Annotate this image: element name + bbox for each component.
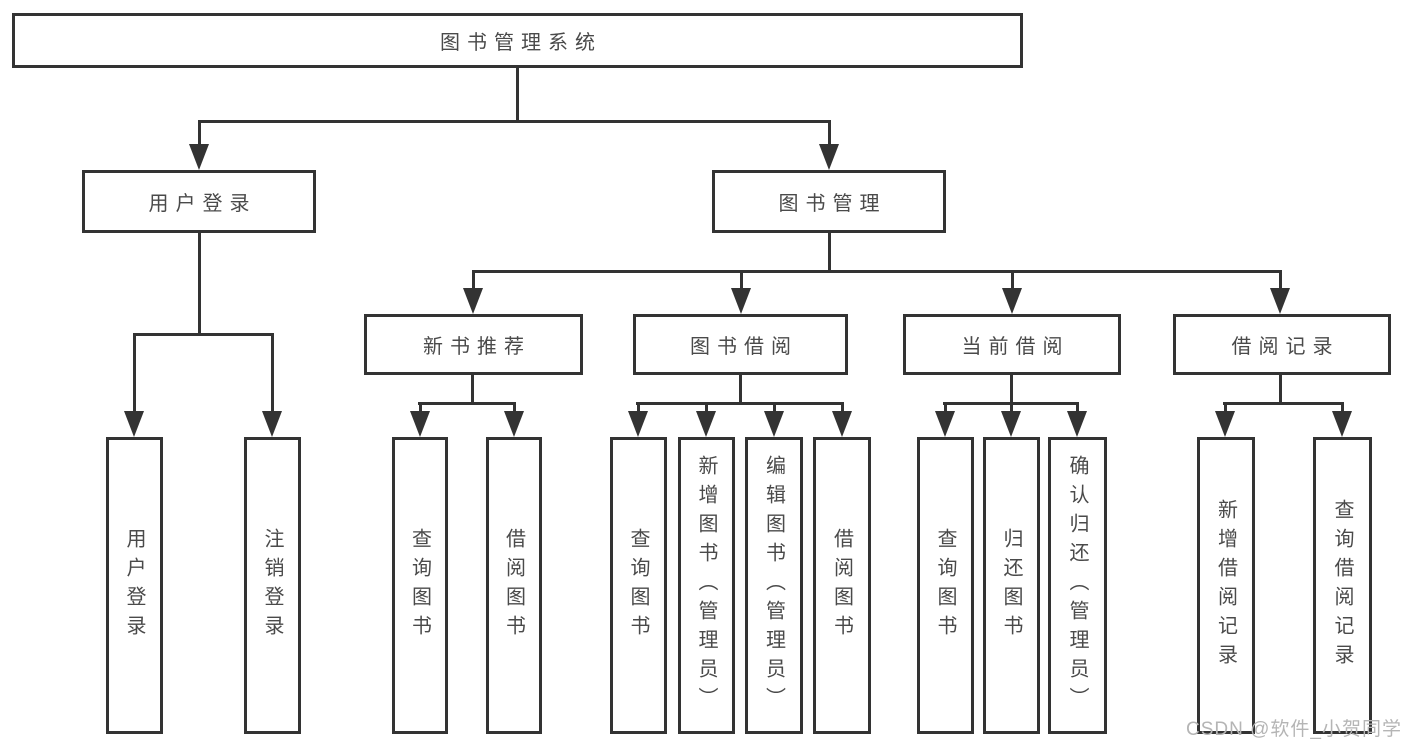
- leaf-query-books: 查询图书: [392, 437, 448, 734]
- connector-line: [1076, 402, 1079, 415]
- arrowhead-icon: [504, 411, 524, 437]
- connector-line: [705, 402, 708, 415]
- leaf-edit-book-admin: 编辑图书（管理员）: [745, 437, 803, 734]
- arrowhead-icon: [628, 411, 648, 437]
- connector-line: [637, 402, 640, 415]
- leaf-add-borrow-record: 新增借阅记录: [1197, 437, 1255, 734]
- connector-line: [1223, 402, 1344, 405]
- node-borrowing-records: 借阅记录: [1173, 314, 1391, 375]
- connector-line: [944, 402, 947, 415]
- node-user-login-label: 用户登录: [148, 193, 257, 215]
- arrowhead-icon: [764, 411, 784, 437]
- leaf-add-book-admin-label: 新增图书（管理员）: [695, 455, 717, 716]
- leaf-return-books-label: 归还图书: [1000, 527, 1022, 644]
- connector-line: [133, 333, 136, 415]
- connector-line: [1279, 270, 1282, 294]
- leaf-query-books: 查询图书: [917, 437, 974, 734]
- connector-line: [198, 233, 201, 336]
- connector-line: [1010, 402, 1013, 415]
- connector-line: [773, 402, 776, 415]
- arrowhead-icon: [731, 288, 751, 314]
- connector-line: [740, 270, 743, 294]
- arrowhead-icon: [262, 411, 282, 437]
- leaf-logout-label: 注销登录: [261, 527, 283, 644]
- connector-line: [198, 120, 831, 123]
- connector-line: [828, 120, 831, 148]
- connector-line: [472, 270, 475, 294]
- connector-line: [271, 333, 274, 415]
- arrowhead-icon: [1002, 288, 1022, 314]
- leaf-query-borrow-record: 查询借阅记录: [1313, 437, 1372, 734]
- leaf-borrow-books-label: 借阅图书: [830, 527, 853, 644]
- node-root: 图书管理系统: [12, 13, 1023, 68]
- node-book-borrowing: 图书借阅: [633, 314, 848, 375]
- connector-line: [1224, 402, 1227, 415]
- connector-line: [739, 375, 742, 405]
- arrowhead-icon: [1215, 411, 1235, 437]
- node-book-borrowing-label: 图书借阅: [690, 336, 798, 358]
- leaf-return-books: 归还图书: [983, 437, 1040, 734]
- leaf-borrow-books: 借阅图书: [486, 437, 542, 734]
- arrowhead-icon: [410, 411, 430, 437]
- arrowhead-icon: [935, 411, 955, 437]
- node-current-borrowing-label: 当前借阅: [961, 336, 1070, 358]
- connector-line: [841, 402, 844, 415]
- leaf-query-books: 查询图书: [610, 437, 667, 734]
- leaf-edit-book-admin-label: 编辑图书（管理员）: [762, 455, 785, 716]
- leaf-query-borrow-record-label: 查询借阅记录: [1331, 498, 1353, 673]
- arrowhead-icon: [1270, 288, 1290, 314]
- node-borrowing-records-label: 借阅记录: [1231, 336, 1340, 358]
- leaf-query-books-label: 查询图书: [627, 527, 649, 644]
- leaf-add-borrow-record-label: 新增借阅记录: [1214, 498, 1237, 673]
- connector-line: [516, 67, 519, 123]
- connector-line: [1279, 375, 1282, 405]
- arrowhead-icon: [1001, 411, 1021, 437]
- arrowhead-icon: [819, 144, 839, 170]
- connector-line: [418, 402, 516, 405]
- arrowhead-icon: [1332, 411, 1352, 437]
- watermark: CSDN @软件_小贺同学: [1186, 719, 1402, 740]
- leaf-logout: 注销登录: [244, 437, 301, 734]
- connector-line: [198, 120, 201, 148]
- arrowhead-icon: [189, 144, 209, 170]
- connector-line: [472, 270, 1282, 273]
- leaf-confirm-return-admin-label: 确认归还（管理员）: [1066, 455, 1088, 716]
- leaf-user-login-label: 用户登录: [123, 527, 145, 644]
- connector-line: [513, 402, 516, 415]
- arrowhead-icon: [1067, 411, 1087, 437]
- leaf-add-book-admin: 新增图书（管理员）: [678, 437, 735, 734]
- leaf-borrow-books-label: 借阅图书: [502, 527, 525, 644]
- leaf-borrow-books: 借阅图书: [813, 437, 871, 734]
- node-new-book-recommendation: 新书推荐: [364, 314, 583, 375]
- connector-line: [1011, 270, 1014, 294]
- connector-line: [419, 402, 422, 415]
- arrowhead-icon: [696, 411, 716, 437]
- leaf-user-login: 用户登录: [106, 437, 163, 734]
- node-user-login: 用户登录: [82, 170, 316, 233]
- node-new-book-recommendation-label: 新书推荐: [423, 336, 531, 358]
- node-current-borrowing: 当前借阅: [903, 314, 1121, 375]
- connector-line: [1010, 375, 1013, 405]
- connector-line: [636, 402, 843, 405]
- leaf-query-books-label: 查询图书: [408, 527, 431, 644]
- node-root-label: 图书管理系统: [440, 32, 602, 54]
- connector-line: [828, 233, 831, 273]
- node-book-management-label: 图书管理: [778, 193, 887, 215]
- connector-line: [1341, 402, 1344, 415]
- connector-line: [471, 375, 474, 405]
- connector-line: [133, 333, 274, 336]
- node-book-management: 图书管理: [712, 170, 946, 233]
- arrowhead-icon: [463, 288, 483, 314]
- leaf-confirm-return-admin: 确认归还（管理员）: [1048, 437, 1107, 734]
- arrowhead-icon: [124, 411, 144, 437]
- leaf-query-books-label: 查询图书: [934, 527, 956, 644]
- arrowhead-icon: [832, 411, 852, 437]
